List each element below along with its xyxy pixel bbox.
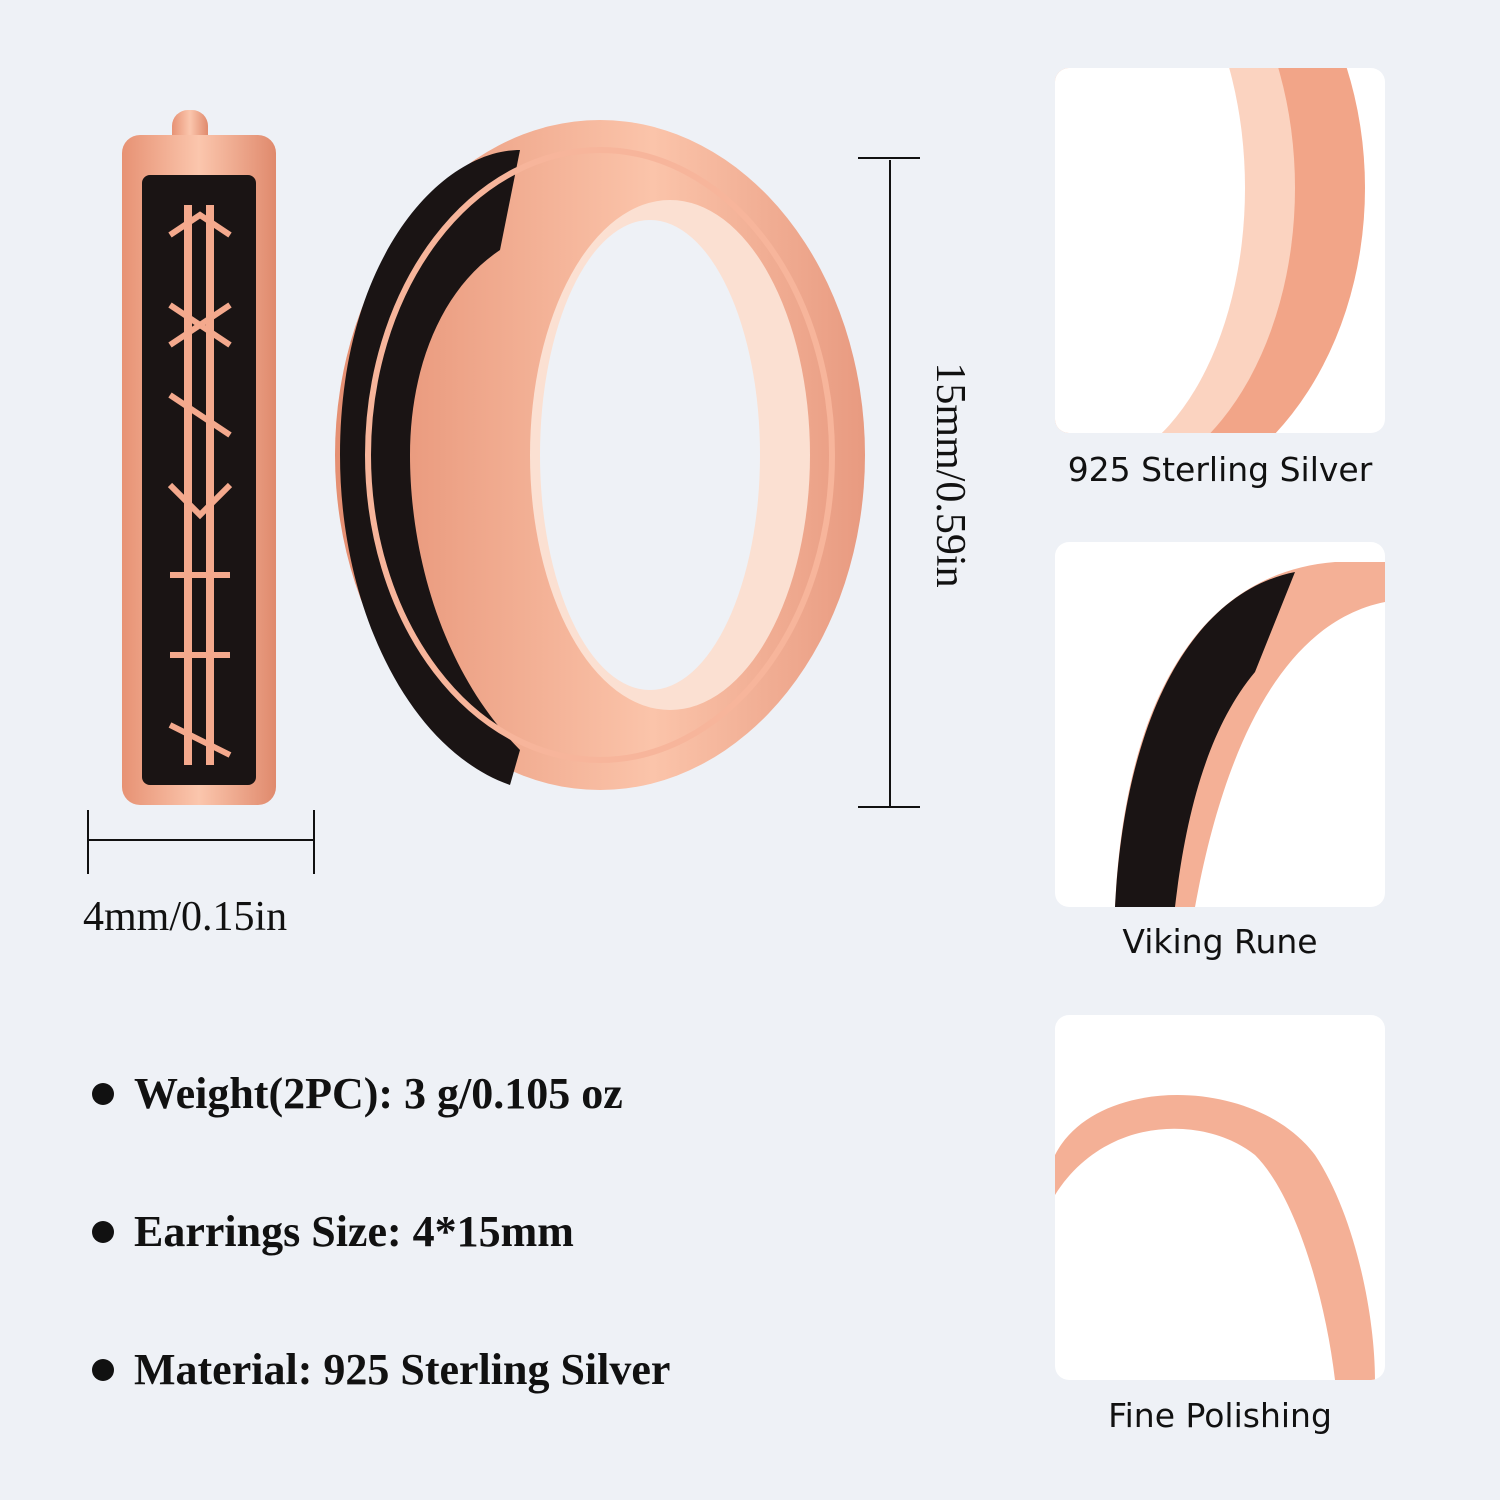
spec-text: Weight(2PC): 3 g/0.105 oz	[134, 1069, 623, 1118]
feature-image-rune	[1055, 542, 1385, 907]
dim-tick-left	[87, 810, 89, 874]
width-dimension-line	[89, 839, 313, 841]
bullet-icon	[92, 1358, 114, 1381]
dim-tick-bottom	[858, 806, 920, 808]
height-dimension-line	[889, 160, 891, 806]
feature-label: Viking Rune	[1122, 922, 1318, 961]
earring-hoop-view	[335, 120, 865, 790]
feature-image-silver	[1055, 68, 1385, 433]
bullet-icon	[92, 1082, 114, 1105]
spec-size: Earrings Size: 4*15mm	[92, 1206, 574, 1257]
dim-tick-top	[858, 157, 920, 159]
spec-weight: Weight(2PC): 3 g/0.105 oz	[92, 1068, 623, 1119]
width-label: 4mm/0.15in	[83, 894, 288, 940]
feature-image-polishing	[1055, 1015, 1385, 1380]
spec-material: Material: 925 Sterling Silver	[92, 1344, 670, 1395]
dim-tick-right	[313, 810, 315, 874]
spec-text: Earrings Size: 4*15mm	[134, 1207, 574, 1256]
height-label: 15mm/0.59in	[927, 362, 973, 588]
feature-label: Fine Polishing	[1108, 1396, 1332, 1435]
bullet-icon	[92, 1220, 114, 1243]
earring-side-view	[122, 110, 276, 805]
feature-label: 925 Sterling Silver	[1067, 450, 1373, 489]
spec-text: Material: 925 Sterling Silver	[134, 1345, 671, 1394]
